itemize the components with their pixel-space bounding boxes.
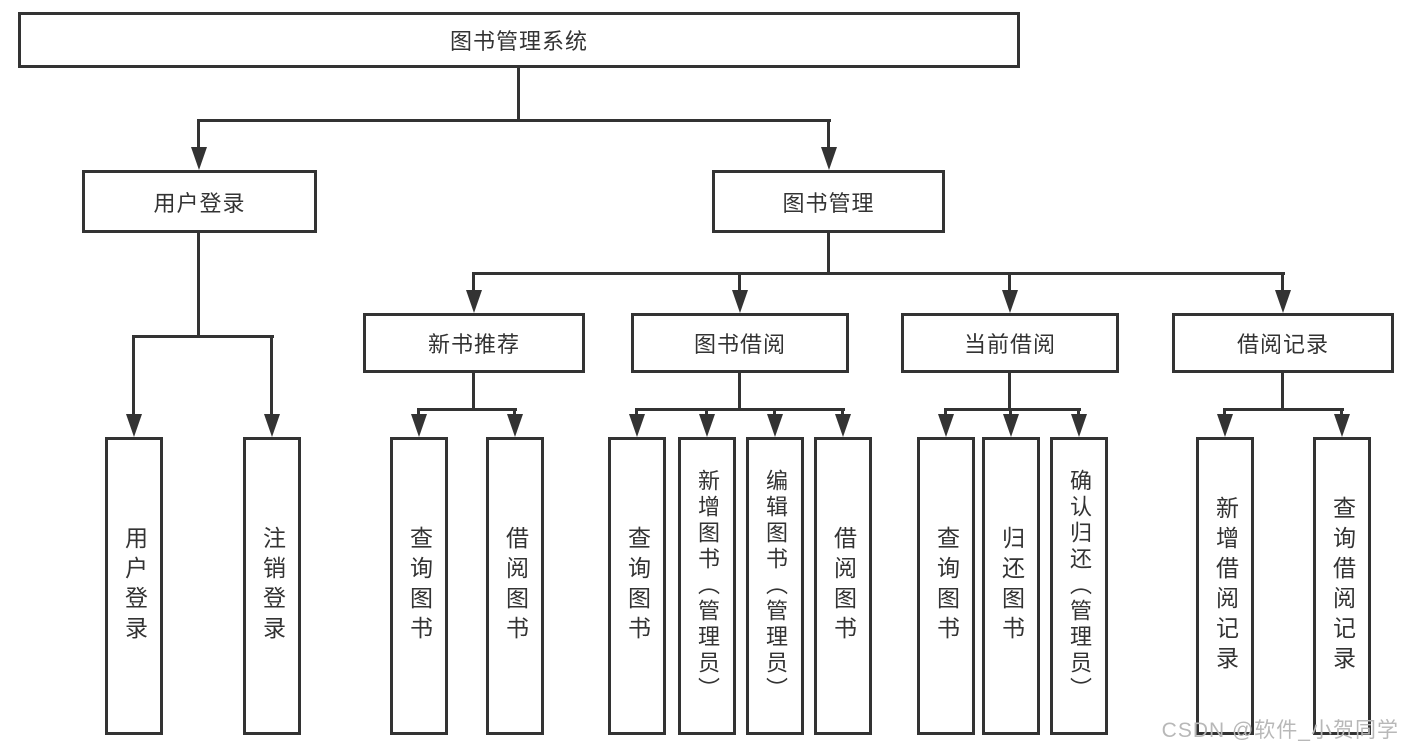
connector-line <box>635 408 845 411</box>
leaf-label: 查询借阅记录 <box>1329 496 1356 676</box>
leaf-confirm-return-admin: 确认归还（管理员） <box>1050 437 1108 735</box>
arrow-down-icon <box>1071 414 1087 437</box>
node-user-login: 用户登录 <box>82 170 317 233</box>
leaf-label: 注销登录 <box>259 526 286 646</box>
arrow-down-icon <box>507 414 523 437</box>
connector-line <box>1223 408 1226 414</box>
node-root: 图书管理系统 <box>18 12 1020 68</box>
connector-line <box>944 408 1081 411</box>
arrow-down-icon <box>1003 414 1019 437</box>
connector-line <box>132 335 135 414</box>
node-label: 新书推荐 <box>427 332 520 357</box>
connector-line <box>1281 272 1284 290</box>
leaf-label: 新增借阅记录 <box>1212 496 1239 676</box>
leaf-return-books: 归还图书 <box>982 437 1040 735</box>
connector-line <box>270 335 273 414</box>
arrow-down-icon <box>1002 290 1018 313</box>
node-label: 图书管理系统 <box>449 29 588 54</box>
leaf-user-login: 用户登录 <box>105 437 163 735</box>
leaf-query-books-newbooks: 查询图书 <box>390 437 448 735</box>
leaf-add-books-admin: 新增图书（管理员） <box>678 437 736 735</box>
connector-line <box>1223 408 1344 411</box>
leaf-label: 查询图书 <box>406 526 433 646</box>
connector-line <box>472 272 1285 275</box>
leaf-logout: 注销登录 <box>243 437 301 735</box>
connector-line <box>635 408 638 414</box>
arrow-down-icon <box>1334 414 1350 437</box>
connector-line <box>827 233 830 272</box>
connector-line <box>417 408 420 414</box>
leaf-label: 编辑图书（管理员） <box>763 469 788 703</box>
node-borrow-records: 借阅记录 <box>1172 313 1394 373</box>
connector-line <box>1008 373 1011 408</box>
arrow-down-icon <box>1217 414 1233 437</box>
leaf-query-books-current: 查询图书 <box>917 437 975 735</box>
arrow-down-icon <box>191 147 207 170</box>
connector-line <box>841 408 844 414</box>
connector-line <box>472 272 475 290</box>
leaf-label: 归还图书 <box>998 526 1025 646</box>
connector-line <box>513 408 516 414</box>
leaf-borrow-books-newbooks: 借阅图书 <box>486 437 544 735</box>
leaf-borrow-books-borrow: 借阅图书 <box>814 437 872 735</box>
connector-line <box>132 335 274 338</box>
node-current-borrow: 当前借阅 <box>901 313 1119 373</box>
leaf-edit-books-admin: 编辑图书（管理员） <box>746 437 804 735</box>
connector-line <box>944 408 947 414</box>
connector-line <box>1281 373 1284 408</box>
connector-line <box>1009 408 1012 414</box>
arrow-down-icon <box>767 414 783 437</box>
connector-line <box>197 233 200 335</box>
arrow-down-icon <box>821 147 837 170</box>
connector-line <box>738 272 741 290</box>
connector-line <box>197 119 200 147</box>
arrow-down-icon <box>629 414 645 437</box>
connector-line <box>1077 408 1080 414</box>
connector-line <box>197 119 831 122</box>
arrow-down-icon <box>466 290 482 313</box>
leaf-label: 用户登录 <box>121 526 148 646</box>
connector-line <box>738 373 741 408</box>
leaf-label: 查询图书 <box>624 526 651 646</box>
arrow-down-icon <box>1275 290 1291 313</box>
connector-line <box>827 119 830 147</box>
leaf-label: 确认归还（管理员） <box>1067 469 1092 703</box>
connector-line <box>417 408 517 411</box>
arrow-down-icon <box>411 414 427 437</box>
node-label: 图书管理 <box>782 190 875 216</box>
leaf-label: 查询图书 <box>933 526 960 646</box>
node-new-books: 新书推荐 <box>363 313 585 373</box>
leaf-query-books-borrow: 查询图书 <box>608 437 666 735</box>
node-label: 当前借阅 <box>963 332 1056 357</box>
arrow-down-icon <box>732 290 748 313</box>
node-label: 用户登录 <box>153 190 246 216</box>
connector-line <box>773 408 776 414</box>
leaf-label: 借阅图书 <box>502 526 529 646</box>
connector-line <box>1340 408 1343 414</box>
connector-line <box>517 68 520 119</box>
node-label: 图书借阅 <box>693 332 786 357</box>
leaf-query-borrow-record: 查询借阅记录 <box>1313 437 1371 735</box>
connector-line <box>1008 272 1011 290</box>
arrow-down-icon <box>938 414 954 437</box>
leaf-label: 新增图书（管理员） <box>695 469 720 703</box>
watermark: CSDN @软件_小贺同学 <box>1161 719 1399 742</box>
arrow-down-icon <box>264 414 280 437</box>
arrow-down-icon <box>835 414 851 437</box>
arrow-down-icon <box>126 414 142 437</box>
arrow-down-icon <box>699 414 715 437</box>
connector-line <box>705 408 708 414</box>
node-book-borrow: 图书借阅 <box>631 313 849 373</box>
leaf-add-borrow-record: 新增借阅记录 <box>1196 437 1254 735</box>
leaf-label: 借阅图书 <box>830 526 857 646</box>
node-label: 借阅记录 <box>1236 332 1329 357</box>
node-book-mgmt: 图书管理 <box>712 170 945 233</box>
connector-line <box>472 373 475 408</box>
